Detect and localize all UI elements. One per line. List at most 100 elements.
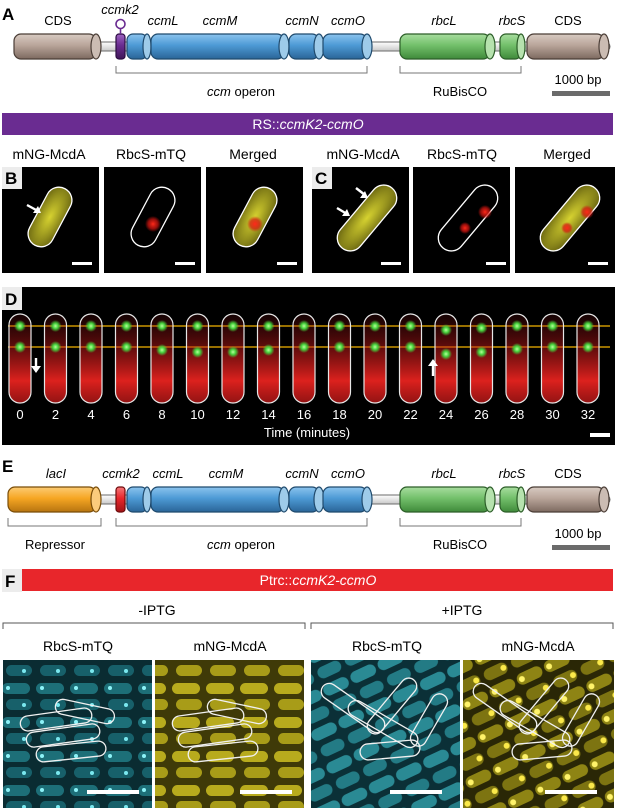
- image-b-merged: [206, 167, 303, 273]
- kymograph-cell: [79, 313, 103, 404]
- mcda-focus: [191, 346, 204, 358]
- channel-label: mNG-McdA: [326, 146, 400, 162]
- channel-label: Merged: [543, 146, 590, 162]
- channel-label: Merged: [229, 146, 276, 162]
- gene-label: ccmM: [203, 13, 238, 28]
- kymograph-cell: [43, 313, 68, 404]
- mcda-focus: [49, 320, 62, 332]
- gene-label: ccmM: [209, 466, 244, 481]
- channel-label: RbcS-mTQ: [427, 146, 497, 162]
- channel-label: RbcS-mTQ: [43, 638, 113, 654]
- gene-ccmm-a: [150, 33, 290, 60]
- time-tick-label: 12: [226, 407, 240, 422]
- panel-f-letter: F: [5, 572, 15, 591]
- repressor-label: Repressor: [25, 537, 86, 552]
- kymograph-cell: [398, 313, 423, 404]
- mcda-focus: [156, 320, 168, 332]
- rubisco-bracket-a: [399, 66, 522, 74]
- time-tick-label: 26: [474, 407, 488, 422]
- image-f-plus-mtq: [311, 660, 460, 808]
- time-tick-label: 0: [16, 407, 23, 422]
- operon-bracket-e: [115, 518, 368, 527]
- condition-label: +IPTG: [442, 602, 483, 618]
- image-c-mng: [312, 167, 409, 273]
- repressor-bracket: [7, 518, 102, 527]
- operon-bracket-a: [115, 66, 368, 74]
- time-tick-label: 2: [52, 407, 59, 422]
- gene-laci: [7, 486, 102, 513]
- scale-bar-e: [552, 545, 610, 550]
- kymograph-cell: [185, 313, 210, 404]
- gene-label: CDS: [554, 13, 582, 28]
- kymograph-cell: [8, 313, 32, 404]
- panel-c-letter: C: [315, 169, 327, 188]
- time-tick-label: 22: [403, 407, 417, 422]
- gene-rbcs-a: [499, 33, 526, 60]
- rubisco-label-e: RuBisCO: [433, 537, 487, 552]
- ptrc-construct-bar: F Ptrc::ccmK2-ccmO: [2, 569, 613, 592]
- gene-label: ccmO: [331, 13, 365, 28]
- panel-a-letter: A: [2, 5, 14, 24]
- kymograph-cell: [540, 313, 565, 404]
- kymograph-cell: [469, 313, 494, 404]
- panel-a: A: [2, 2, 611, 99]
- kymograph-cell: [363, 313, 387, 404]
- time-tick-label: 16: [297, 407, 311, 422]
- gene-label: ccmL: [152, 466, 183, 481]
- gene-label: ccmk2: [101, 2, 139, 17]
- mcda-focus: [227, 320, 239, 332]
- mcda-focus: [262, 344, 275, 356]
- mcda-focus: [582, 341, 594, 353]
- rubisco-label-a: RuBisCO: [433, 84, 487, 99]
- kymograph-cell: [256, 313, 281, 404]
- gene-label: rbcL: [431, 13, 456, 28]
- scale-label-a: 1000 bp: [555, 72, 602, 87]
- gene-ccmk2-e: [115, 486, 126, 513]
- mcda-focus: [14, 341, 26, 353]
- time-axis-label: Time (minutes): [264, 425, 350, 440]
- mcda-focus: [227, 346, 239, 358]
- kymograph-cell: [292, 313, 316, 404]
- panel-e: E: [2, 457, 611, 552]
- time-tick-label: 24: [439, 407, 453, 422]
- condition-bracket-minus: [2, 622, 306, 629]
- gene-ccmm-e: [150, 486, 290, 513]
- gene-ccmo-a: [322, 33, 373, 60]
- panel-f-letter-box: [2, 569, 22, 592]
- gene-cds-right: [526, 33, 610, 60]
- gene-label: CDS: [44, 13, 72, 28]
- mcda-focus: [546, 320, 559, 332]
- image-f-minus-mtq: [3, 660, 152, 808]
- gene-label: ccmk2: [102, 466, 140, 481]
- mcda-focus: [191, 320, 204, 332]
- gene-label: ccmN: [285, 466, 319, 481]
- time-tick-label: 10: [190, 407, 204, 422]
- kymograph-cell: [221, 313, 245, 404]
- gene-label: ccmN: [285, 13, 319, 28]
- mcda-focus: [546, 341, 559, 353]
- rs-construct-bar: RS::ccmK2-ccmO: [2, 113, 613, 135]
- mcda-focus: [49, 341, 62, 353]
- image-c-mtq: [413, 167, 510, 273]
- gene-label: CDS: [554, 466, 582, 481]
- time-tick-label: 18: [332, 407, 346, 422]
- gene-label: ccmO: [331, 466, 365, 481]
- panel-e-letter: E: [2, 457, 13, 476]
- time-tick-label: 28: [510, 407, 524, 422]
- condition-label: -IPTG: [138, 602, 175, 618]
- image-b-mtq: [104, 167, 201, 273]
- kymograph-cell: [114, 313, 139, 404]
- mcda-focus: [14, 320, 26, 332]
- channel-label: mNG-McdA: [501, 638, 575, 654]
- kymograph-cells: [8, 313, 600, 404]
- gene-rbcs-e: [499, 486, 526, 513]
- time-tick-label: 14: [261, 407, 275, 422]
- time-tick-label: 8: [158, 407, 165, 422]
- condition-bracket-plus: [310, 622, 614, 629]
- image-f-plus-mng: [463, 660, 614, 808]
- mcda-focus: [404, 341, 417, 353]
- rs-construct-label: RS::ccmK2-ccmO: [252, 116, 363, 132]
